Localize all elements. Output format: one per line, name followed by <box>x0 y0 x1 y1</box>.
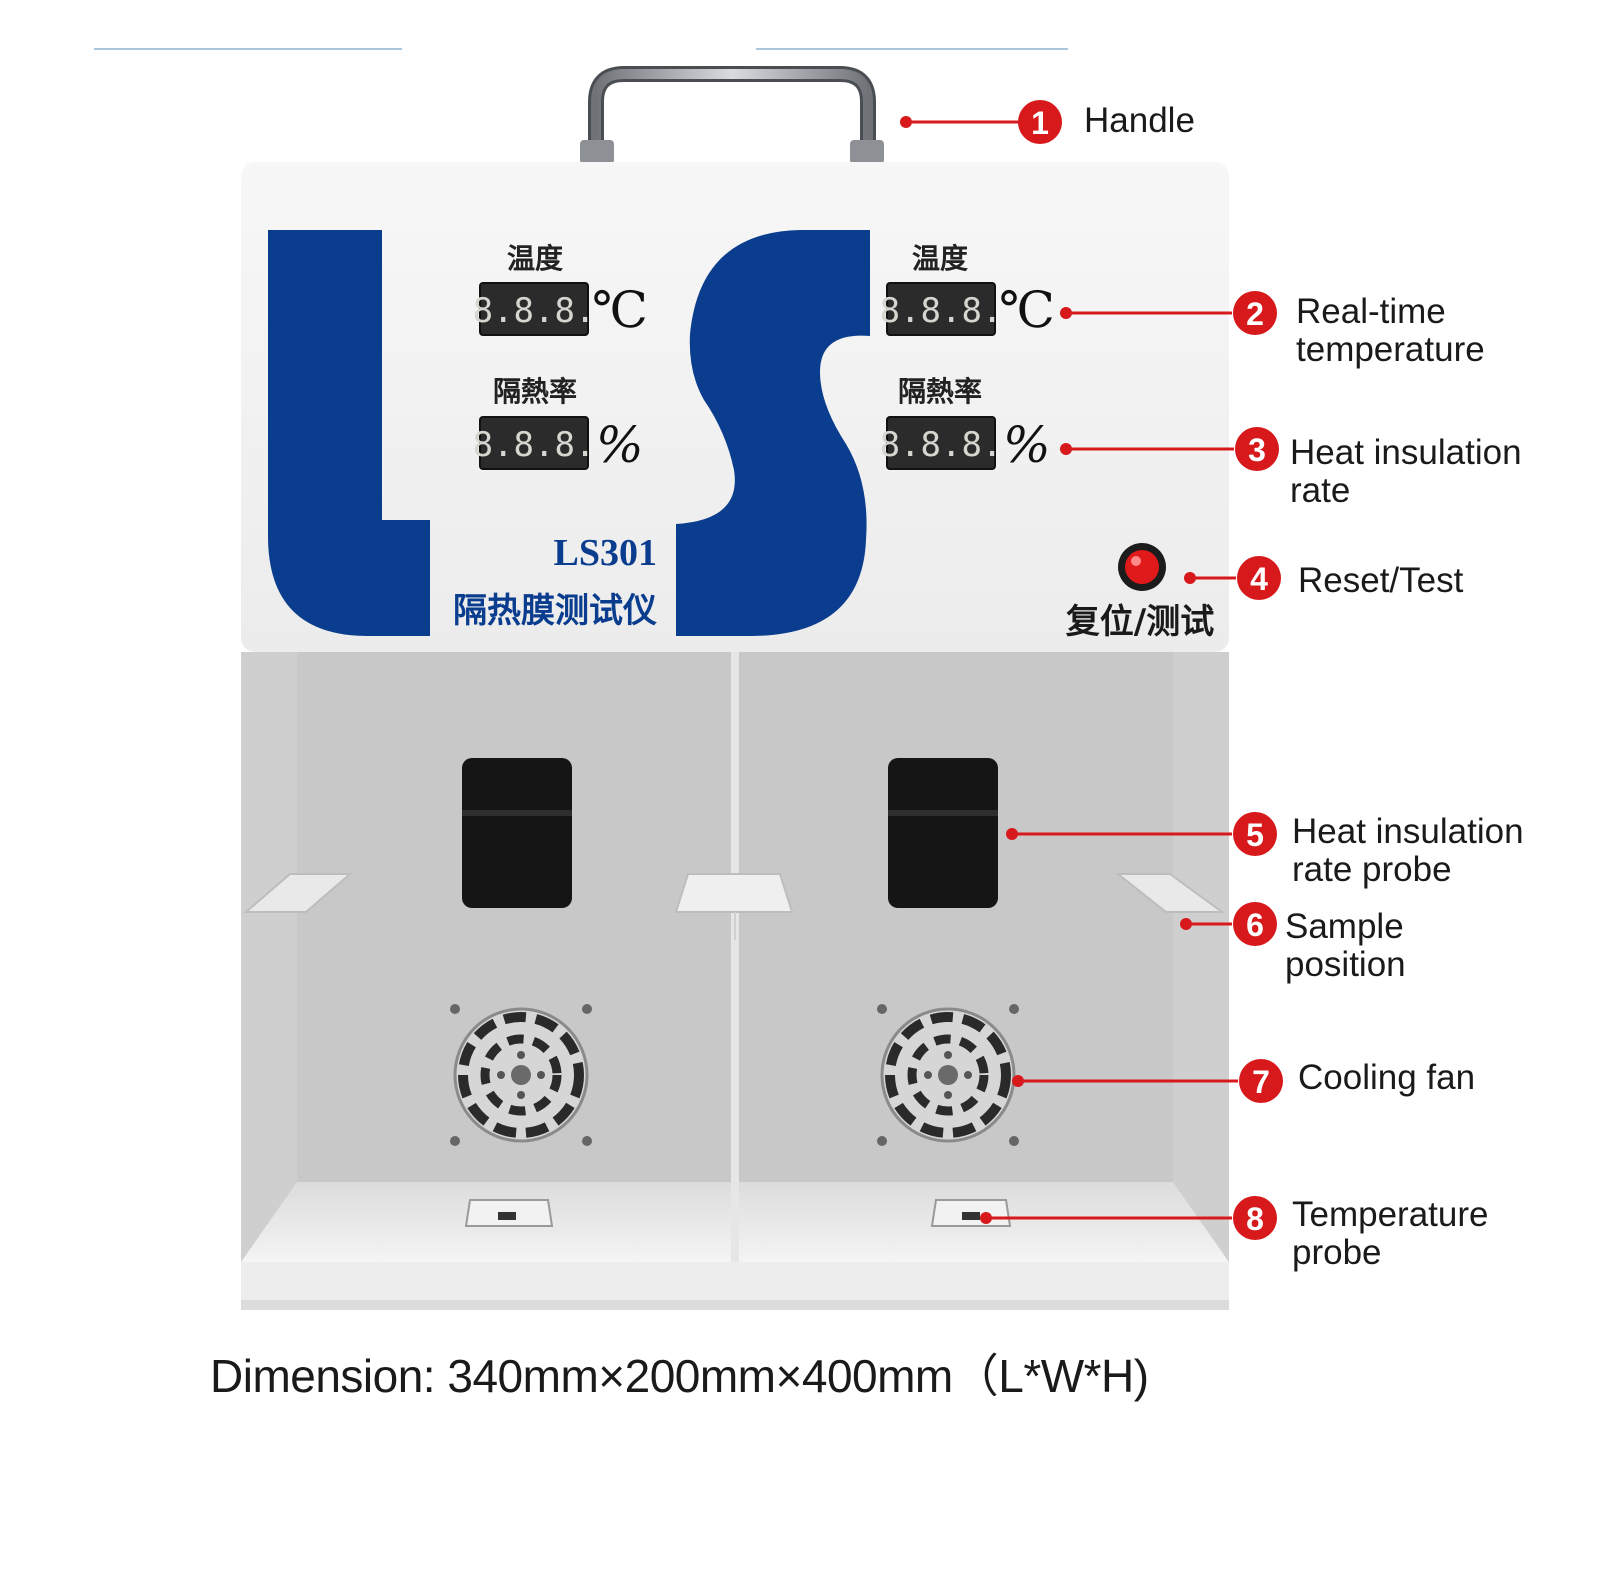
left-rate-unit: % <box>596 416 644 474</box>
top-rule-right <box>756 48 1068 50</box>
callout-label-handle: Handle <box>1084 101 1195 140</box>
left-temp-unit: ℃ <box>592 281 648 339</box>
callout-badge-7-number: 7 <box>1252 1064 1270 1100</box>
callout-label-insulation-rate-probe: Heat insulation rate probe <box>1292 812 1524 889</box>
callout-badge-5-number: 5 <box>1246 817 1264 853</box>
right-temperature-probe <box>930 1199 1012 1227</box>
right-cooling-fan <box>877 1004 1019 1146</box>
callout-badge-2-number: 2 <box>1246 296 1264 332</box>
callout-badge-4 <box>1237 556 1281 600</box>
device-name-cn: 隔热膜测试仪 <box>453 591 657 631</box>
left-insulation-probe <box>462 758 572 908</box>
callout-label-sample-position: Sample position <box>1285 907 1406 984</box>
top-rule-left <box>94 48 402 50</box>
left-temp-lcd <box>479 282 589 336</box>
test-chamber <box>241 652 1229 1310</box>
right-insulation-probe <box>888 758 998 908</box>
right-rate-unit: % <box>1003 416 1051 474</box>
reset-button[interactable] <box>1125 550 1159 584</box>
right-rate-value: 8.8.8. <box>880 425 1003 465</box>
callout-badge-1 <box>1018 100 1062 144</box>
callout-badge-4-number: 4 <box>1250 561 1268 597</box>
callout-badge-7 <box>1239 1059 1283 1103</box>
left-display-group: 温度 8.8.8. ℃ 隔熱率 8.8.8. % LS301 隔热膜测试仪 <box>453 242 657 631</box>
callout-badge-8-number: 8 <box>1246 1201 1264 1237</box>
brand-letter-s <box>676 230 870 636</box>
callout-badge-2 <box>1233 291 1277 335</box>
left-cooling-fan <box>450 1004 592 1146</box>
callout-badge-6 <box>1233 902 1277 946</box>
model-label: LS301 <box>554 532 657 574</box>
callout-badge-5 <box>1233 812 1277 856</box>
left-rate-value: 8.8.8. <box>473 425 596 465</box>
callout-badge-3-number: 3 <box>1248 432 1266 468</box>
reset-label-cn: 复位/测试 <box>1066 602 1214 642</box>
callout-label-temperature-probe: Temperature probe <box>1292 1195 1489 1272</box>
left-rate-lcd <box>479 416 589 470</box>
right-rate-lcd <box>886 416 996 470</box>
callout-label-heat-insulation-rate: Heat insulation rate <box>1290 433 1522 510</box>
callout-label-reset-test: Reset/Test <box>1298 561 1464 600</box>
right-rate-label: 隔熱率 <box>898 375 982 408</box>
callout-markers: 1 2 3 4 5 6 7 <box>900 100 1283 1240</box>
left-rate-label: 隔熱率 <box>493 375 577 408</box>
callout-badge-8 <box>1233 1196 1277 1240</box>
right-temp-value: 8.8.8. <box>880 291 1003 331</box>
brand-letter-l <box>268 230 430 636</box>
callout-badge-6-number: 6 <box>1246 907 1264 943</box>
callout-label-real-time-temperature: Real-time temperature <box>1296 292 1485 369</box>
right-temp-lcd <box>886 282 996 336</box>
callout-badge-3 <box>1235 427 1279 471</box>
callout-badge-1-number: 1 <box>1031 105 1049 141</box>
left-temp-label: 温度 <box>507 242 563 275</box>
right-temp-label: 温度 <box>912 242 968 275</box>
left-temperature-probe <box>464 1199 554 1227</box>
right-temp-unit: ℃ <box>999 281 1055 339</box>
handle <box>580 66 884 164</box>
dimension-caption: Dimension: 340mm×200mm×400mm（L*W*H) <box>210 1350 1149 1402</box>
callout-label-cooling-fan: Cooling fan <box>1298 1058 1476 1097</box>
left-temp-value: 8.8.8. <box>473 291 596 331</box>
right-display-group: 温度 8.8.8. ℃ 隔熱率 8.8.8. % <box>880 242 1055 474</box>
